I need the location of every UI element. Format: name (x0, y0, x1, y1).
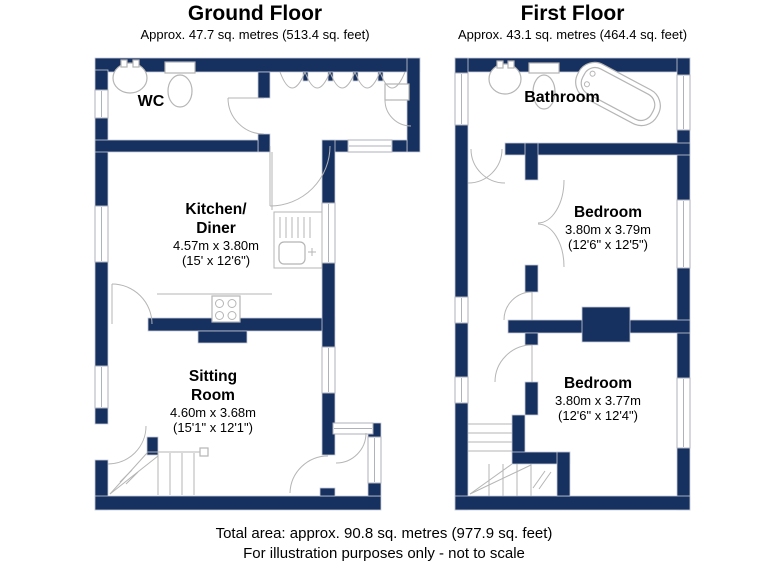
sitting-name-line1: Sitting (188, 368, 238, 385)
stair-newel (146, 436, 159, 456)
disclaimer-text: For illustration purposes only - not to … (243, 545, 525, 562)
bifold-door (279, 71, 306, 89)
wc-toilet-fixture (164, 61, 196, 108)
sitting-name-line2: Room (191, 387, 235, 404)
ground-stairs (109, 447, 209, 495)
ground-doors (107, 71, 412, 494)
bifold-door (379, 71, 406, 89)
ground-floor-header: Ground Floor Approx. 47.7 sq. metres (51… (90, 2, 420, 43)
first-floor-header: First Floor Approx. 43.1 sq. metres (464… (450, 2, 695, 43)
kitchen-label: Kitchen/ Diner 4.57m x 3.80m (15' x 12'6… (150, 200, 282, 268)
first-doors (467, 148, 565, 383)
first-chimney-breast (581, 306, 631, 343)
bathroom-toilet-fixture (528, 62, 560, 110)
bedroom1-dims-metric: 3.80m x 3.79m (565, 222, 651, 237)
wc-label: WC (120, 93, 182, 111)
bifold-door (329, 71, 356, 89)
sitting-dims-metric: 4.60m x 3.68m (170, 405, 256, 420)
bedroom1-dims-imperial: (12'6" x 12'5") (568, 237, 648, 252)
first-floor-area: Approx. 43.1 sq. metres (464.4 sq. feet) (457, 27, 688, 42)
hob-fixture (211, 295, 241, 323)
bedroom1-name: Bedroom (573, 204, 643, 221)
bathtub-fixture (575, 61, 661, 127)
kitchen-dims-metric: 4.57m x 3.80m (173, 238, 259, 253)
kitchen-counter (157, 152, 273, 295)
bifold-door (354, 71, 381, 89)
kitchen-name-line1: Kitchen/ (185, 201, 247, 218)
total-area-text: Total area: approx. 90.8 sq. metres (977… (215, 525, 553, 542)
sitting-room-label: Sitting Room 4.60m x 3.68m (15'1" x 12'1… (147, 367, 279, 435)
first-stairs (468, 423, 552, 496)
bathroom-label: Bathroom (510, 89, 614, 107)
bathroom-sink-fixture (488, 60, 522, 95)
ground-chimney-breast (197, 330, 248, 344)
wc-sink-fixture (112, 59, 148, 94)
ground-windows (94, 89, 393, 484)
wc-name: WC (137, 93, 165, 110)
kitchen-sink-fixture (273, 211, 323, 269)
first-windows (454, 72, 691, 449)
sitting-dims-imperial: (15'1" x 12'1") (173, 420, 253, 435)
ground-floor-plan (94, 57, 421, 511)
bedroom2-name: Bedroom (563, 375, 633, 392)
kitchen-name-line2: Diner (196, 220, 236, 237)
first-floor-plan (454, 57, 691, 511)
bathroom-name: Bathroom (524, 89, 600, 106)
bedroom2-dims-imperial: (12'6" x 12'4") (558, 408, 638, 423)
bedroom2-label: Bedroom 3.80m x 3.77m (12'6" x 12'4") (532, 374, 664, 423)
footer: Total area: approx. 90.8 sq. metres (977… (0, 524, 768, 564)
bifold-door (304, 71, 331, 89)
ground-floor-title: Ground Floor (187, 2, 323, 25)
first-floor-title: First Floor (520, 2, 625, 25)
kitchen-dims-imperial: (15' x 12'6") (181, 253, 251, 268)
cupboard-door (537, 223, 565, 268)
cupboard-door (537, 179, 565, 224)
bedroom1-label: Bedroom 3.80m x 3.79m (12'6" x 12'5") (542, 203, 674, 252)
ground-floor-area: Approx. 47.7 sq. metres (513.4 sq. feet) (140, 27, 370, 42)
bedroom2-dims-metric: 3.80m x 3.77m (555, 393, 641, 408)
